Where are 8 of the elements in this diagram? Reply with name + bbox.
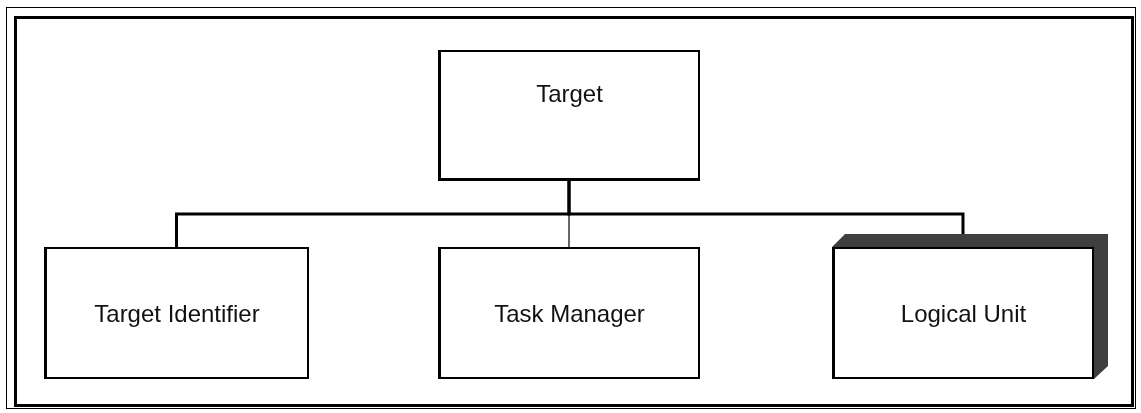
box-label: Logical Unit <box>899 298 1028 329</box>
box-label: Target Identifier <box>93 298 261 329</box>
process-box <box>438 247 700 379</box>
box-label: Target <box>535 79 604 109</box>
connector-line <box>567 181 965 234</box>
process-box <box>438 50 700 181</box>
box-label: Task Manager <box>493 298 646 329</box>
process-box <box>44 247 309 379</box>
